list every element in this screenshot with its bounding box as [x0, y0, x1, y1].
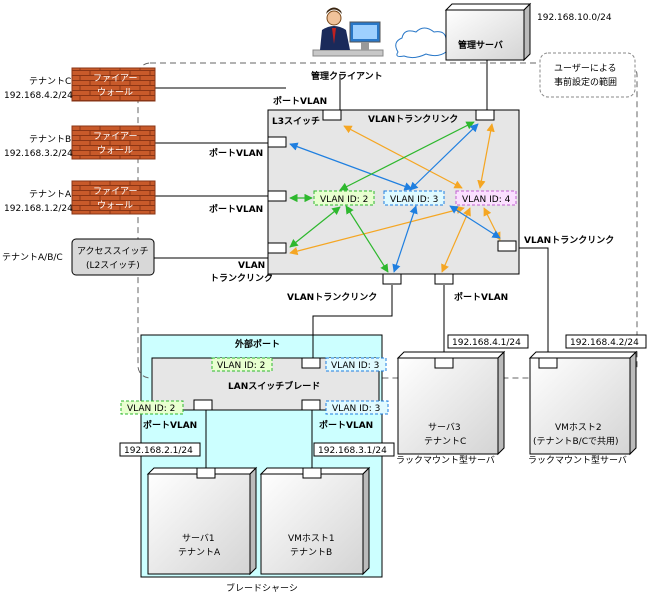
blade-vlan2-top-label: VLAN ID: 2 — [217, 361, 265, 371]
outer-port-label: 外部ポート — [234, 338, 280, 350]
port-vlan-b-label: ポートVLAN — [209, 147, 263, 159]
port-vlan-blade-right-label: ポートVLAN — [319, 419, 373, 431]
vlan-trunk-right-label: VLANトランクリンク — [524, 235, 614, 246]
l3-port-left-a — [267, 190, 287, 202]
access-switch — [71, 238, 155, 276]
ip-vmhost1: 192.168.3.1/24 — [318, 446, 387, 456]
firewall-a-icon — [71, 180, 156, 215]
l3-port-left-trunk — [267, 242, 287, 254]
port-vlan-bottom-label: ポートVLAN — [454, 291, 508, 303]
l3-switch-label: L3スイッチ — [272, 116, 320, 127]
vmhost2-label-2: (テナントB/Cで共用) — [533, 436, 619, 447]
firewall-b-icon — [71, 125, 156, 160]
tenant-c-ip: 192.168.4.2/24 — [4, 91, 73, 101]
vlan-arrows — [289, 121, 501, 273]
blade-vlan3-top-label: VLAN ID: 3 — [331, 361, 379, 371]
port-vlan-blade-left-label: ポートVLAN — [143, 419, 197, 431]
vmhost1-icon — [259, 466, 371, 576]
user-setup-label-line2: 事前設定の範囲 — [554, 76, 617, 88]
blade-vlan2-bottom-label: VLAN ID: 2 — [127, 404, 175, 414]
user-setup-label-box — [539, 52, 636, 98]
vlan4-badge-label: VLAN ID: 4 — [462, 195, 511, 205]
lan-switch-blade-label: LANスイッチブレード — [228, 380, 320, 392]
rack-server-2-label: ラックマウント型サーバ — [528, 455, 627, 466]
vlan2-badge — [313, 190, 375, 206]
ip-vmhost1-box — [313, 442, 395, 457]
firewall-c-label-1: ファイアー — [93, 74, 137, 84]
vlan2-badge-label: VLAN ID: 2 — [320, 195, 368, 205]
vmhost2-label-1: VMホスト2 — [555, 422, 602, 433]
server1-label-2: テナントA — [178, 547, 221, 558]
tenant-a-ip: 192.168.1.2/24 — [4, 204, 73, 214]
l3-port-right — [497, 240, 517, 252]
firewall-c-icon — [71, 67, 156, 102]
blade-vlan2-top — [211, 357, 273, 372]
l3-port-bottom-left — [382, 273, 402, 285]
server1-icon — [146, 466, 258, 576]
l3-port-bottom-right — [434, 273, 454, 285]
ip-server3-box — [447, 334, 529, 349]
firewall-b-label-2: ウォール — [97, 145, 133, 156]
vlan-trunk-left-label-1: VLAN — [238, 261, 265, 271]
ip-server1: 192.168.2.1/24 — [124, 446, 193, 456]
vmhost2-icon — [528, 350, 638, 456]
admin-server-label: 管理サーバ — [458, 39, 503, 51]
admin-client-label: 管理クライアント — [311, 70, 383, 82]
ip-vmhost2: 192.168.4.2/24 — [570, 338, 639, 348]
access-switch-label-2: (L2スイッチ) — [86, 260, 140, 271]
vlan3-badge-label: VLAN ID: 3 — [390, 195, 438, 205]
blade-chassis-label: ブレードシャーシ — [226, 582, 298, 593]
server3-icon — [396, 350, 506, 456]
firewall-a-label-2: ウォール — [97, 200, 133, 211]
cloud-icon — [395, 27, 451, 59]
firewall-a-label-1: ファイアー — [93, 187, 137, 197]
server3-label-2: テナントC — [424, 436, 466, 447]
tenant-a-label: テナントA — [29, 189, 72, 200]
server3-label-1: サーバ3 — [428, 422, 461, 433]
port-vlan-top-label: ポートVLAN — [273, 95, 327, 107]
vlan4-badge — [455, 190, 517, 206]
ip-server1-box — [119, 442, 201, 457]
blade-port-left — [193, 399, 213, 411]
tenant-b-label: テナントB — [29, 134, 71, 145]
tenant-abc-label: テナントA/B/C — [2, 252, 63, 263]
tenant-b-ip: 192.168.3.2/24 — [4, 149, 73, 159]
vmhost1-label-1: VMホスト1 — [288, 533, 335, 544]
vlan3-badge — [383, 190, 445, 206]
server1-label-1: サーバ1 — [182, 533, 215, 544]
l3-port-left-b — [267, 136, 287, 148]
vlan-trunk-left-label-2: トランクリンク — [210, 273, 273, 284]
blade-port-right — [301, 399, 321, 411]
user-setup-label-line1: ユーザーによる — [554, 63, 617, 74]
ip-vmhost2-box — [565, 334, 647, 349]
ip-server3: 192.168.4.1/24 — [452, 338, 521, 348]
access-switch-label-1: アクセススイッチ — [77, 246, 149, 257]
blade-vlan3-top — [325, 357, 387, 372]
firewall-b-label-1: ファイアー — [93, 132, 137, 142]
blade-vlan3-bottom-label: VLAN ID: 3 — [332, 404, 380, 414]
vmhost1-label-2: テナントB — [290, 547, 332, 558]
blade-vlan3-bottom — [325, 400, 389, 415]
blade-vlan2-bottom — [120, 400, 184, 415]
rack-server-1-label: ラックマウント型サーバ — [396, 455, 495, 466]
vlan-trunk-top-label: VLANトランクリンク — [368, 114, 458, 125]
firewall-c-label-2: ウォール — [97, 87, 133, 98]
links — [150, 60, 549, 468]
blade-port-top — [301, 357, 321, 369]
vlan-trunk-bottom-label: VLANトランクリンク — [287, 292, 377, 303]
port-vlan-a-label: ポートVLAN — [209, 203, 263, 215]
l3-port-top-left — [322, 109, 342, 121]
tenant-c-label: テナントC — [29, 76, 71, 87]
admin-client-icon — [312, 7, 384, 57]
l3-port-top-right — [475, 109, 495, 121]
admin-server-icon — [444, 2, 532, 62]
admin-server-ip: 192.168.10.0/24 — [537, 13, 612, 23]
